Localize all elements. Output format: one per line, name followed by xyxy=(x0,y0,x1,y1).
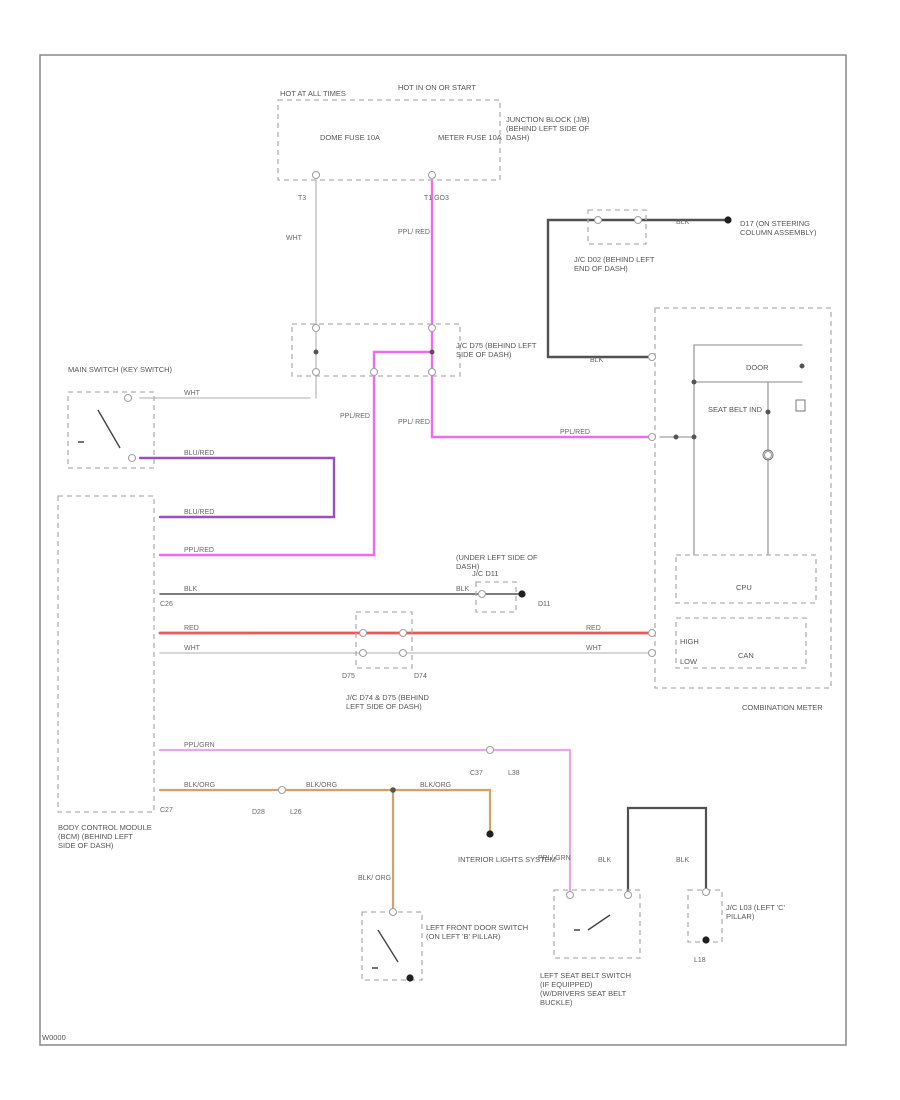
l26-label: L26 xyxy=(290,809,302,816)
wire-label-blkorn-2: BLK/ORG xyxy=(306,782,337,789)
belt-switch-contact xyxy=(574,914,611,931)
combination-meter-box xyxy=(654,307,832,689)
jc-l03-label: J/C L03 (LEFT 'C'PILLAR) xyxy=(726,903,786,921)
d74-label: D74 xyxy=(414,673,427,680)
footer-id: W0000 xyxy=(42,1033,66,1042)
wire-label-blk-3: BLK xyxy=(676,219,690,226)
wire-label-blkorn-3: BLK/ORG xyxy=(420,782,451,789)
wire-label-pplred-3: PPL/ RED xyxy=(398,419,430,426)
door-lamp-icon xyxy=(795,399,806,412)
ground-symbols xyxy=(406,216,732,982)
c37-label: C37 xyxy=(470,770,483,777)
wire-label-pplred-1: PPL/ RED xyxy=(398,229,430,236)
combination-meter-label: COMBINATION METER xyxy=(742,703,823,712)
dome-fuse-label: DOME FUSE 10A xyxy=(320,133,380,142)
left-front-door-switch-label: LEFT FRONT DOOR SWITCH(ON LEFT 'B' PILLA… xyxy=(426,923,528,941)
wire-label-blkorn-1: BLK/ORG xyxy=(184,782,215,789)
interior-lights-label: INTERIOR LIGHTS SYSTEM xyxy=(458,855,556,864)
l38-label: L38 xyxy=(508,770,520,777)
diagram-frame xyxy=(39,54,847,1046)
hot-at-all-times-label: HOT AT ALL TIMES xyxy=(280,89,346,98)
wire-pplred-jc xyxy=(158,328,434,557)
jc-d74-box xyxy=(355,611,413,669)
wire-label-wht-2: WHT xyxy=(184,390,201,397)
wire-label-blk-6: BLK xyxy=(676,857,690,864)
seat-belt-ind-label: SEAT BELT IND xyxy=(708,405,763,414)
wire-label-blk-1: BLK xyxy=(184,586,198,593)
jc-d75-box xyxy=(291,323,461,377)
wire-label-wht-4: WHT xyxy=(586,645,603,652)
wire-label-pplred-2: PPL/RED xyxy=(340,413,370,420)
can-label: CAN xyxy=(738,651,754,660)
meter-internal xyxy=(659,344,803,556)
main-switch-label: MAIN SWITCH (KEY SWITCH) xyxy=(68,365,173,374)
fuse-pin-left: T3 xyxy=(298,195,306,202)
wire-label-pplgrn-1: PPL/GRN xyxy=(184,742,215,749)
junction-block-label: JUNCTION BLOCK (J/B)(BEHIND LEFT SIDE OF… xyxy=(506,115,590,142)
cpu-label: CPU xyxy=(736,583,752,592)
wire-label-red-1: RED xyxy=(184,625,199,632)
meter-fuse-label: METER FUSE 10A xyxy=(438,133,502,142)
wire-blk-d02 xyxy=(546,218,730,359)
wire-label-blured-1: BLU/RED xyxy=(184,450,214,457)
can-box xyxy=(675,617,807,669)
main-switch-box xyxy=(67,391,155,469)
wire-label-red-2: RED xyxy=(586,625,601,632)
wire-blk-belt xyxy=(626,806,708,897)
door-switch-box xyxy=(361,911,423,981)
seat-belt-lamp-icon xyxy=(762,449,774,461)
high-label: HIGH xyxy=(680,637,699,646)
wire-label-blkorn-4: BLK/ ORG xyxy=(358,875,391,882)
jc-l03-box xyxy=(687,889,723,943)
wire-pplgrn xyxy=(158,748,572,897)
connector-points xyxy=(123,170,773,917)
c27-label: C27 xyxy=(160,807,173,814)
wire-blured xyxy=(138,456,336,519)
junction-block-box xyxy=(277,99,501,181)
main-switch-contact xyxy=(78,409,121,449)
door-switch-contact xyxy=(372,929,399,969)
wire-label-blk-4: BLK xyxy=(590,357,604,364)
wire-label-blured-2: BLU/RED xyxy=(184,509,214,516)
cpu-box xyxy=(675,554,817,604)
d11-label: D11 xyxy=(538,601,550,608)
wire-label-wht-1: WHT xyxy=(286,235,303,242)
wire-label-pplred-4: PPL/RED xyxy=(560,429,590,436)
seat-belt-switch-box xyxy=(553,889,641,959)
d75-label: D75 xyxy=(342,673,355,680)
wire-blkorn xyxy=(158,788,492,834)
wire-label-pplgrn-2: PPL/ GRN xyxy=(538,855,571,862)
jc-d02-box xyxy=(587,209,647,245)
wire-label-blk-5: BLK xyxy=(598,857,612,864)
jc-d11-label: J/C D11 xyxy=(472,569,499,578)
low-label: LOW xyxy=(680,657,698,666)
wire-label-pplred-5: PPL/RED xyxy=(184,547,214,554)
wire-pplred-meter-feed xyxy=(430,350,652,439)
jc-d11-box xyxy=(475,581,517,613)
hot-in-on-label: HOT IN ON OR START xyxy=(398,83,476,92)
bcm-box xyxy=(57,495,155,813)
d28-label: D28 xyxy=(252,809,265,816)
splice-dots xyxy=(313,349,805,793)
wire-label-blk-2: BLK xyxy=(456,586,470,593)
fuse-pin-right: T1 GO3 xyxy=(424,195,449,202)
door-label: DOOR xyxy=(746,363,769,372)
wire-label-wht-3: WHT xyxy=(184,645,201,652)
c26-label: C26 xyxy=(160,601,173,608)
l18-label: L18 xyxy=(694,957,706,964)
left-seat-belt-switch-label: LEFT SEAT BELT SWITCH(IF EQUIPPED)(W/DRI… xyxy=(540,971,631,1007)
